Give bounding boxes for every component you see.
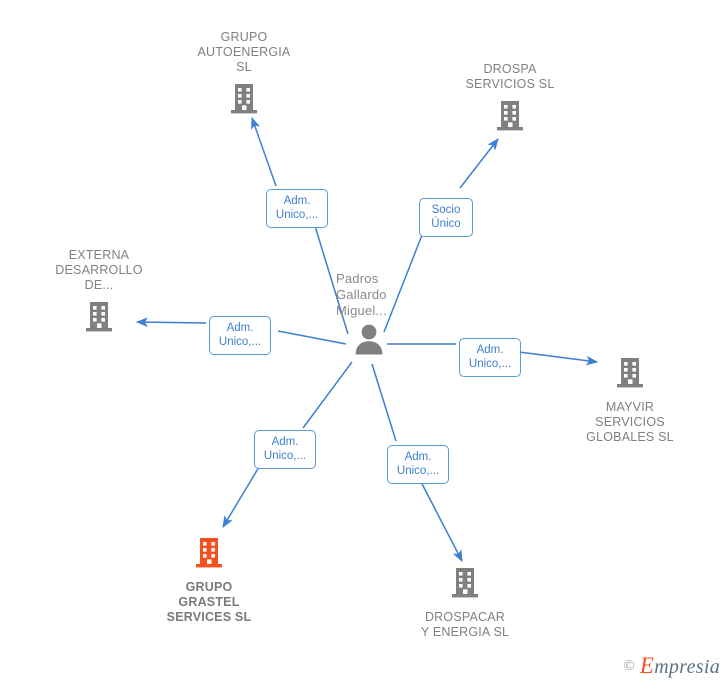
node-label: DROSPA SERVICIOS SL [465,62,555,91]
node-grupo-autoenergia-sl[interactable]: GRUPO AUTOENERGIA SL [184,30,304,120]
building-icon [228,81,260,120]
empresia-logo: Empresia [640,653,720,679]
node-label: EXTERNA DESARROLLO DE... [55,248,143,292]
node-label: GRUPO GRASTEL SERVICES SL [166,580,252,624]
person-icon [352,323,386,360]
building-icon [614,355,646,394]
node-label: GRUPO AUTOENERGIA SL [197,30,291,74]
edge-label-mayvir-servicios[interactable]: Adm. Unico,... [459,338,521,377]
node-person-padros-gallardo-miguel[interactable]: Padros Gallardo Miguel... [336,271,432,360]
edge-label-externa-desarrollo[interactable]: Adm. Unico,... [209,316,271,355]
edge-label-grupo-autoenergia[interactable]: Adm. Unico,... [266,189,328,228]
copyright-icon: © [623,657,635,674]
node-mayvir-servicios-globales-sl[interactable]: MAYVIR SERVICIOS GLOBALES SL [565,355,695,445]
edge-label-grupo-grastel[interactable]: Adm. Unico,... [254,430,316,469]
edge-label-drospacar-y-energia[interactable]: Adm. Unico,... [387,445,449,484]
node-grupo-grastel-services-sl[interactable]: GRUPO GRASTEL SERVICES SL [145,535,273,625]
building-icon [83,299,115,338]
empresia-logo-rest: mpresia [654,656,720,678]
node-drospa-servicios-sl[interactable]: DROSPA SERVICIOS SL [447,62,573,137]
node-externa-desarrollo-de[interactable]: EXTERNA DESARROLLO DE... [42,248,156,338]
node-label: MAYVIR SERVICIOS GLOBALES SL [586,400,674,444]
person-label: Padros Gallardo Miguel... [336,271,387,318]
empresia-watermark: © Empresia [623,653,720,679]
building-icon [449,565,481,604]
empresia-logo-initial: E [639,653,655,678]
node-label: DROSPACAR Y ENERGIA SL [420,610,510,639]
node-drospacar-y-energia-sl[interactable]: DROSPACAR Y ENERGIA SL [400,565,530,640]
building-icon [494,98,526,137]
edge-label-drospa-servicios[interactable]: Socio Único [419,198,473,237]
building-icon [193,535,225,574]
